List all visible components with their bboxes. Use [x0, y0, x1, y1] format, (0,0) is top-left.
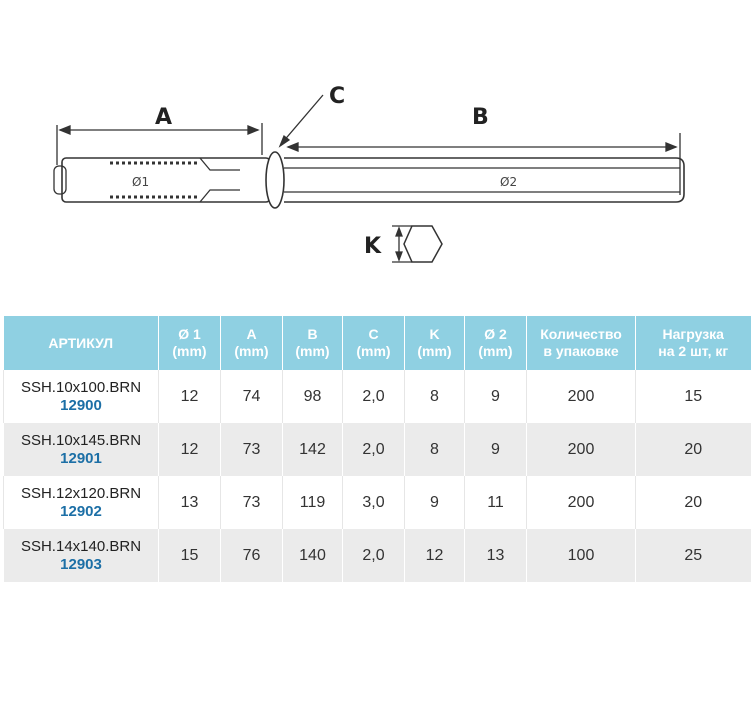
cell-c: 2,0 — [342, 370, 405, 423]
cell-d1: 12 — [158, 423, 221, 476]
article-code: 12903 — [60, 555, 102, 573]
cell-qty: 100 — [526, 529, 636, 582]
cell-d1: 12 — [158, 370, 221, 423]
cell-load: 20 — [635, 476, 751, 529]
cell-load: 20 — [635, 423, 751, 476]
header-title: Ø 2 — [484, 326, 507, 342]
article-name: SSH.12x120.BRN — [20, 484, 142, 502]
column-header: Ø 1(mm) — [158, 316, 221, 370]
cell-d1: 13 — [158, 476, 221, 529]
cell-qty: 200 — [526, 476, 636, 529]
column-header: B(mm) — [282, 316, 343, 370]
header-title: АРТИКУЛ — [48, 334, 114, 351]
article-code: 12902 — [60, 502, 102, 520]
cell-a: 73 — [220, 476, 283, 529]
anchor-bolt-drawing: A B C K Ø1 Ø2 — [53, 84, 685, 263]
cell-a: 73 — [220, 423, 283, 476]
cell-qty: 200 — [526, 370, 636, 423]
cell-b: 140 — [282, 529, 343, 582]
column-header: K(mm) — [404, 316, 465, 370]
label-d1: Ø1 — [132, 175, 149, 189]
header-unit: (mm) — [417, 343, 452, 359]
header-title: A — [246, 326, 257, 342]
column-header: АРТИКУЛ — [3, 316, 159, 370]
cell-d2: 9 — [464, 423, 527, 476]
header-unit: (mm) — [478, 343, 513, 359]
article-name: SSH.10x145.BRN — [20, 431, 142, 449]
header-title: Количество — [540, 326, 622, 342]
header-unit: (mm) — [295, 343, 330, 359]
cell-c: 2,0 — [342, 423, 405, 476]
label-a: A — [155, 105, 172, 130]
cell-qty: 200 — [526, 423, 636, 476]
cell-b: 142 — [282, 423, 343, 476]
header-title: Ø 1 — [178, 326, 201, 342]
cell-load: 15 — [635, 370, 751, 423]
article-name: SSH.10x100.BRN — [20, 378, 142, 396]
shaft — [284, 157, 685, 203]
header-unit: на 2 шт, кг — [658, 343, 729, 359]
article-name: SSH.14x140.BRN — [20, 537, 142, 555]
cell-k: 8 — [404, 370, 465, 423]
header-unit: (mm) — [172, 343, 207, 359]
thread-tip — [53, 165, 67, 195]
header-unit: (mm) — [234, 343, 269, 359]
cell-k: 8 — [404, 423, 465, 476]
column-header: C(mm) — [342, 316, 405, 370]
hex-profile-icon — [403, 225, 443, 263]
cell-d2: 9 — [464, 370, 527, 423]
header-unit: (mm) — [356, 343, 391, 359]
cell-k: 12 — [404, 529, 465, 582]
header-title: Нагрузка — [662, 326, 724, 342]
cell-load: 25 — [635, 529, 751, 582]
dim-c-leader — [281, 94, 324, 144]
collar — [265, 151, 285, 209]
cell-d2: 11 — [464, 476, 527, 529]
cell-k: 9 — [404, 476, 465, 529]
label-b: B — [472, 105, 489, 130]
header-title: K — [429, 326, 440, 342]
cell-a: 76 — [220, 529, 283, 582]
header-unit: в упаковке — [543, 343, 619, 359]
cell-c: 3,0 — [342, 476, 405, 529]
cell-b: 98 — [282, 370, 343, 423]
header-title: C — [368, 326, 379, 342]
cell-d2: 13 — [464, 529, 527, 582]
column-header: A(mm) — [220, 316, 283, 370]
cell-d1: 15 — [158, 529, 221, 582]
cell-a: 74 — [220, 370, 283, 423]
article-code: 12901 — [60, 449, 102, 467]
sleeve — [61, 157, 271, 203]
label-k: K — [364, 234, 382, 259]
column-header: Ø 2(mm) — [464, 316, 527, 370]
header-title: B — [307, 326, 318, 342]
article-code: 12900 — [60, 396, 102, 414]
cell-c: 2,0 — [342, 529, 405, 582]
cell-b: 119 — [282, 476, 343, 529]
label-c: C — [329, 84, 345, 109]
label-d2: Ø2 — [500, 175, 517, 189]
